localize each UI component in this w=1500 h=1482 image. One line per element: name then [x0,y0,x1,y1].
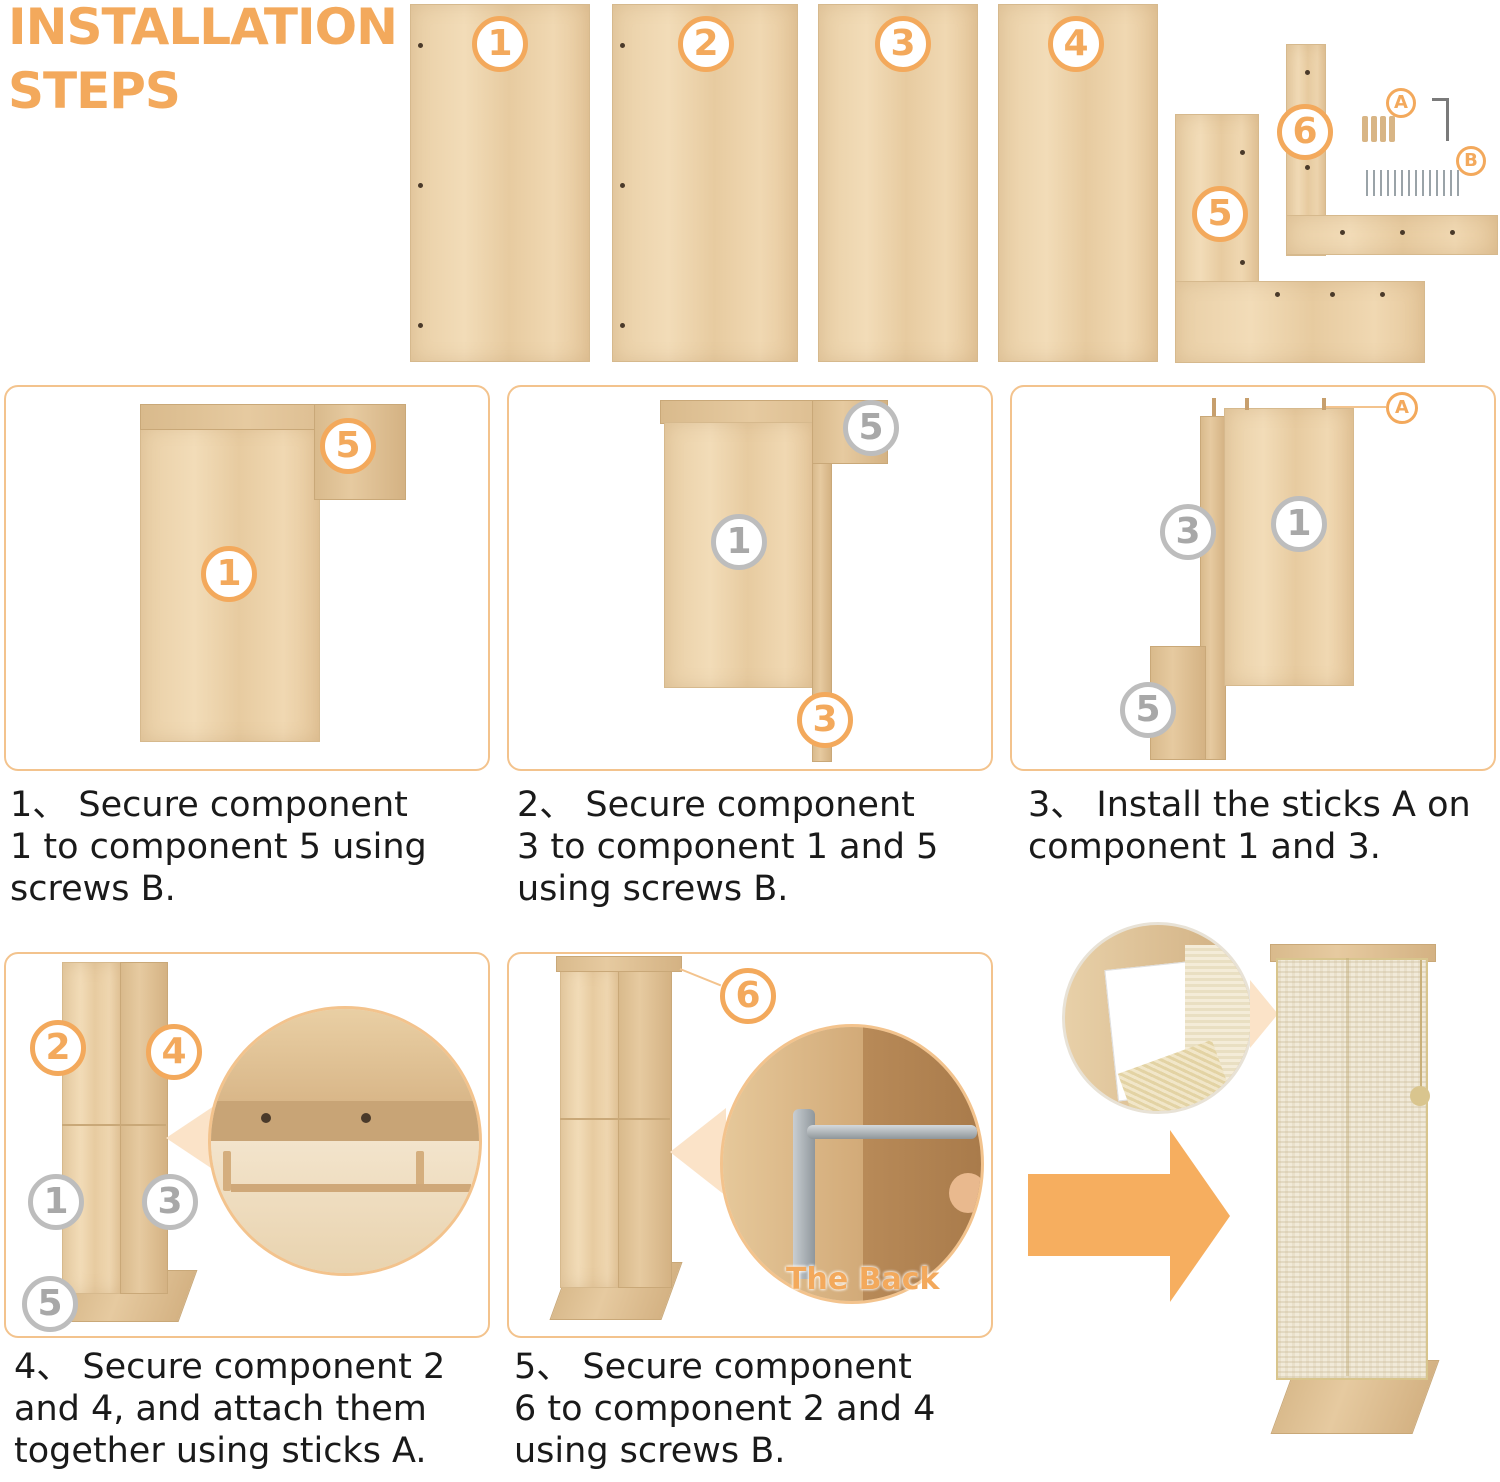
step-1-caption: 1、 Secure component 1 to component 5 usi… [10,784,490,910]
step-2-badge-3: 3 [797,692,853,748]
step-5-line-3: using screws B. [514,1431,786,1471]
step-3-pointer-line [1326,406,1386,408]
component-2-badge: 2 [678,16,734,72]
component-5-badge: 5 [1192,186,1248,242]
step-3-stick-1 [1212,398,1216,416]
step-4-seam [62,1124,166,1126]
arrow-right-head [1170,1130,1230,1302]
step-2-line-1: 2、 Secure component [517,785,915,825]
allen-wrench-icon [1432,98,1449,141]
sticks-a-badge: A [1386,88,1416,118]
step-2-line-3: using screws B. [517,869,789,909]
final-sisal-post [1276,958,1428,1380]
screws-b-badge: B [1456,146,1486,176]
final-post-edge [1346,958,1349,1376]
step-3-badge-3: 3 [1160,504,1216,560]
step-3-stick-2 [1245,398,1249,410]
step-1-badge-1: 1 [201,546,257,602]
step-5-zoom-detail [720,1024,984,1304]
step-4-badge-4: 4 [146,1024,202,1080]
step-3-line-2: component 1 and 3. [1028,827,1381,867]
step-3-badge-1: 1 [1271,496,1327,552]
step-5-zoom-pointer [670,1108,726,1196]
step-4-tower-right [120,962,168,1294]
step-4-line-1: 4、 Secure component 2 [14,1347,446,1387]
step-5-top-board-6 [556,956,682,972]
final-toy-string [1420,960,1422,1090]
final-toy-ball-icon [1410,1086,1430,1106]
step-5-tower-left [560,966,620,1288]
component-4-badge: 4 [1048,16,1104,72]
step-4-badge-1: 1 [28,1174,84,1230]
step-3-line-1: 3、 Install the sticks A on [1028,785,1471,825]
step-4-caption: 4、 Secure component 2 and 4, and attach … [14,1346,494,1472]
step-4-tower-left [62,962,122,1294]
title-line-1: INSTALLATION [8,0,398,56]
step-1-line-2: 1 to component 5 using [10,827,427,867]
step-2-caption: 2、 Secure component 3 to component 1 and… [517,784,997,910]
the-back-label: The Back [786,1262,940,1297]
step-1-line-3: screws B. [10,869,176,909]
step-4-badge-5: 5 [22,1276,78,1332]
step-1-badge-5: 5 [320,418,376,474]
step-4-zoom-detail [208,1006,482,1276]
component-6-badge: 6 [1277,104,1333,160]
arrow-right-icon [1028,1174,1172,1256]
step-5-tower-right [618,966,672,1288]
final-zoom-detail [1062,922,1254,1114]
step-4-badge-3: 3 [142,1174,198,1230]
final-pointer [1250,980,1278,1048]
component-5-board-horizontal [1175,281,1425,363]
step-3-badge-5: 5 [1120,682,1176,738]
step-5-line-2: 6 to component 2 and 4 [514,1389,936,1429]
component-3-badge: 3 [875,16,931,72]
step-5-caption: 5、 Secure component 6 to component 2 and… [514,1346,994,1472]
title-line-2: STEPS [8,62,181,120]
screwdriver-icon [807,1125,977,1139]
step-5-seam [560,1118,670,1120]
step-4-badge-2: 2 [30,1020,86,1076]
step-3-caption: 3、 Install the sticks A on component 1 a… [1028,784,1498,868]
step-4-line-2: and 4, and attach them [14,1389,427,1429]
step-1-line-1: 1、 Secure component [10,785,408,825]
component-6-board-horizontal [1286,215,1498,255]
bracket-icon [793,1109,815,1279]
step-2-badge-5: 5 [843,400,899,456]
screws-b-illustration [1366,170,1462,196]
component-1-badge: 1 [472,16,528,72]
step-5-line-1: 5、 Secure component [514,1347,912,1387]
step-2-badge-1: 1 [711,514,767,570]
step-2-line-2: 3 to component 1 and 5 [517,827,939,867]
step-5-badge-6: 6 [720,968,776,1024]
step-3-stick-3 [1322,398,1326,410]
step-3-badge-a: A [1386,392,1418,424]
sticks-a-illustration [1362,116,1396,142]
step-4-line-3: together using sticks A. [14,1431,427,1471]
